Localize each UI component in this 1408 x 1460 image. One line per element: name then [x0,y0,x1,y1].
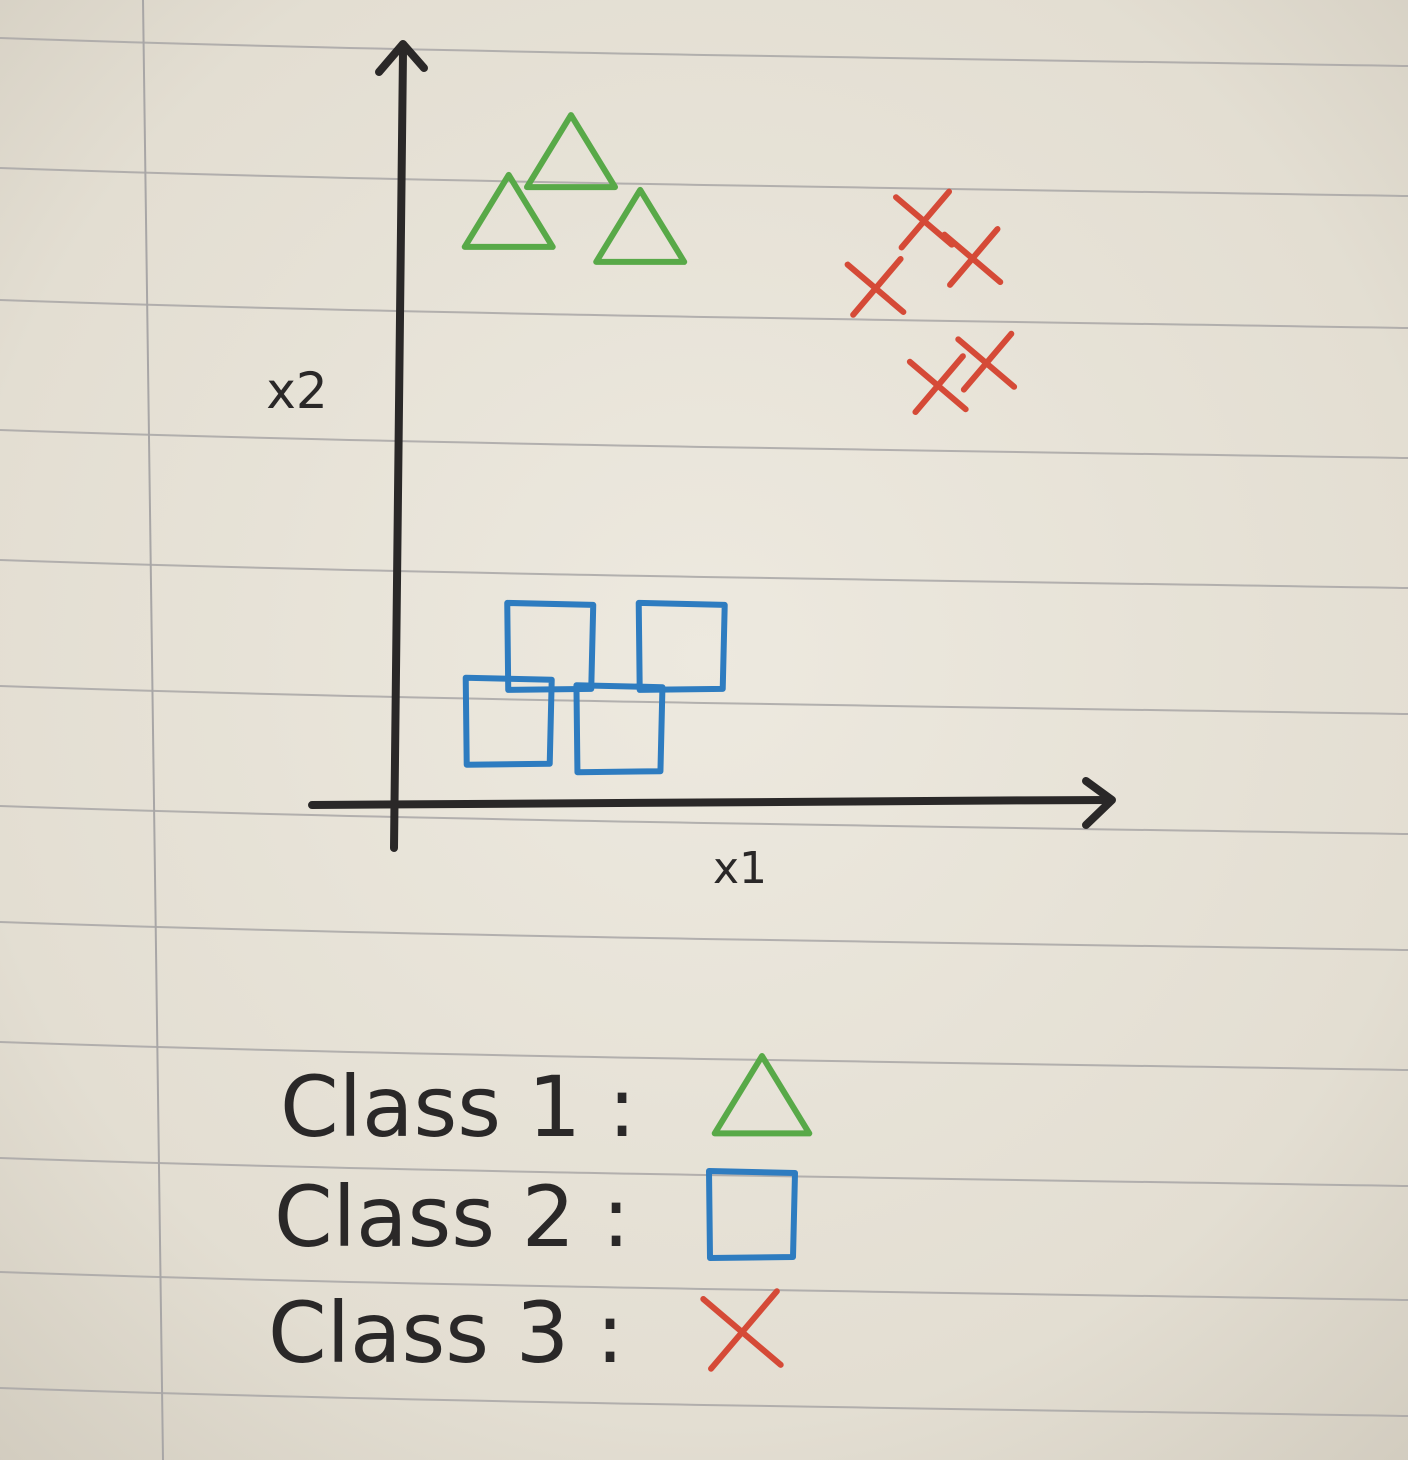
x-axis-line [308,796,1114,809]
legend-marker-square [706,1168,798,1261]
data-point-square [504,599,597,693]
ruled-line [0,805,1408,835]
data-point-triangle [461,171,556,250]
legend-marker-cross [700,1288,784,1372]
chart-axes [308,40,1116,852]
data-point-square [635,599,728,693]
data-point-triangle [593,186,688,265]
x-axis-label: x1 [713,843,767,894]
data-point-cross [941,226,1004,288]
data-point-cross [906,353,969,416]
legend-entry: Class 3 : [268,1284,784,1382]
legend-label: Class 3 : [268,1284,624,1382]
y-axis-label: x2 [266,362,327,420]
legend: Class 1 : Class 2 : Class 3 : [268,1053,813,1382]
legend-entry: Class 2 : [274,1168,798,1266]
legend-label: Class 1 : [280,1058,636,1156]
ruled-line [0,167,1408,197]
series-triangle [461,112,688,265]
data-point-cross [955,330,1018,393]
ruled-line [0,1387,1408,1417]
y-axis-arrowhead [375,40,428,76]
x-axis-arrowhead [1082,777,1116,829]
ruled-line [0,1157,1408,1187]
ruled-line [0,299,1408,329]
legend-entry: Class 1 : [280,1053,813,1156]
chart-marks [461,112,1018,776]
legend-marker-triangle [711,1053,813,1137]
ruled-line [0,1271,1408,1301]
data-point-square [462,674,555,768]
series-square [462,599,728,776]
margin-line [142,0,164,1460]
ruled-line [0,429,1408,459]
legend-label: Class 2 : [274,1168,630,1266]
data-point-square [573,682,666,776]
ruled-line [0,1041,1408,1071]
ruled-line [0,559,1408,589]
ruled-line [0,921,1408,951]
data-point-cross [844,255,907,318]
ruled-line [0,37,1408,67]
y-axis-line [390,48,407,852]
data-point-triangle [524,112,618,191]
series-cross [844,188,1018,416]
